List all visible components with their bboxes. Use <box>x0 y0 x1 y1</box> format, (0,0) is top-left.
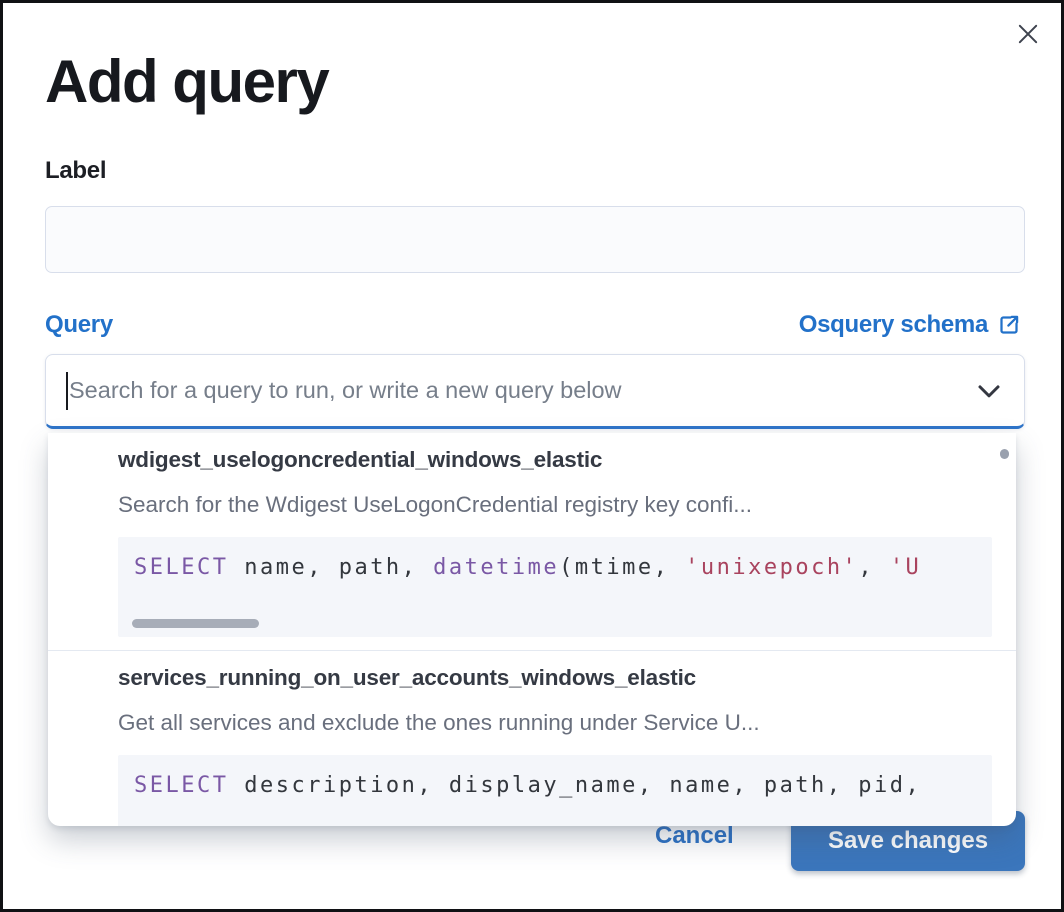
horizontal-scrollbar-thumb[interactable] <box>132 619 259 628</box>
sql-token: 'unixepoch' <box>685 555 859 580</box>
vertical-scrollbar-thumb[interactable] <box>1000 449 1009 459</box>
query-search-input[interactable]: Search for a query to run, or write a ne… <box>69 377 622 403</box>
sql-code-line: SELECT description, display_name, name, … <box>134 773 976 798</box>
close-button[interactable] <box>1011 17 1045 51</box>
label-field-label: Label <box>45 157 107 184</box>
sql-token: description, display_name, name, path, p… <box>228 773 922 798</box>
query-option-title[interactable]: wdigest_uselogoncredential_windows_elast… <box>118 447 603 472</box>
query-option-description[interactable]: Get all services and exclude the ones ru… <box>118 710 760 735</box>
sql-code-line: SELECT name, path, datetime(mtime, 'unix… <box>134 555 976 580</box>
sql-token: name, path, <box>228 555 434 580</box>
sql-token: , <box>858 555 890 580</box>
query-suggestions-dropdown: wdigest_uselogoncredential_windows_elast… <box>48 433 1016 826</box>
option-separator <box>48 650 1016 651</box>
close-icon <box>1014 20 1042 48</box>
cancel-button[interactable]: Cancel <box>655 813 734 859</box>
query-field-label: Query <box>45 311 113 338</box>
query-option-sql-preview[interactable]: SELECT description, display_name, name, … <box>118 755 992 826</box>
sql-token: SELECT <box>134 555 229 580</box>
sql-token: datetime <box>433 555 560 580</box>
query-search-combobox[interactable]: Search for a query to run, or write a ne… <box>45 354 1025 429</box>
query-option-title[interactable]: services_running_on_user_accounts_window… <box>118 665 696 690</box>
query-option-description[interactable]: Search for the Wdigest UseLogonCredentia… <box>118 492 753 517</box>
osquery-schema-link[interactable]: Osquery schema <box>799 311 1021 339</box>
sql-token: (mtime, <box>559 555 686 580</box>
modal-title: Add query <box>45 48 330 115</box>
chevron-down-icon[interactable] <box>974 376 1004 406</box>
external-link-icon <box>997 313 1021 337</box>
query-option-sql-preview[interactable]: SELECT name, path, datetime(mtime, 'unix… <box>118 537 992 637</box>
label-input[interactable] <box>45 206 1025 273</box>
sql-token: 'U <box>889 555 922 580</box>
text-cursor <box>66 371 68 410</box>
sql-token: SELECT <box>134 773 229 798</box>
osquery-schema-link-label: Osquery schema <box>798 311 989 338</box>
